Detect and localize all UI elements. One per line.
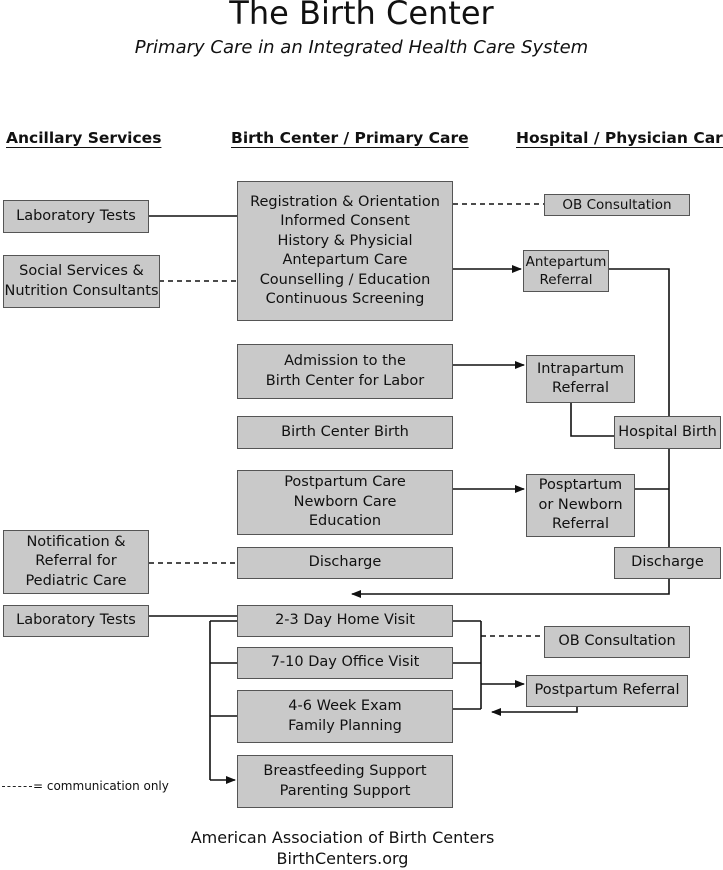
box-ob-consultation-2: OB Consultation: [544, 626, 690, 658]
box-posptartum-referral: Posptartum or Newborn Referral: [526, 474, 635, 537]
box-office-visit: 7-10 Day Office Visit: [237, 647, 453, 679]
line-antepartum-to-hospital-birth: [608, 268, 670, 416]
column-header-birth-center: Birth Center / Primary Care: [231, 129, 469, 147]
box-label-line: Notification &: [26, 533, 126, 550]
box-social-services: Social Services & Nutrition Consultants: [3, 255, 160, 308]
box-laboratory-tests: Laboratory Tests: [3, 200, 149, 233]
box-label-line: Registration & Orientation: [250, 193, 440, 210]
box-label-line: Pediatric Care: [25, 572, 127, 589]
box-ob-consultation: OB Consultation: [544, 194, 690, 216]
box-label: OB Consultation: [562, 197, 672, 213]
box-label-line: Education: [308, 513, 382, 530]
column-header-hospital: Hospital / Physician Care: [516, 129, 723, 147]
box-birth-center-birth: Birth Center Birth: [237, 416, 453, 449]
arrow-hospital-discharge-to-home-visit: [351, 578, 670, 598]
box-label: Birth Center Birth: [281, 423, 409, 440]
box-label-line: Breastfeeding Support: [263, 763, 427, 779]
box-label-line: Antepartum: [525, 254, 607, 270]
box-hospital-discharge: Discharge: [614, 547, 721, 579]
box-label-line: Intrapartum: [536, 360, 625, 377]
box-label-line: Referral for: [35, 553, 117, 570]
box-label: Hospital Birth: [618, 423, 717, 440]
box-label-line: Parenting Support: [279, 782, 411, 799]
box-label-line: Admission to the: [284, 353, 406, 369]
box-label-line: Counselling / Education: [259, 271, 431, 288]
box-label-line: Continuous Screening: [265, 291, 425, 307]
box-antepartum-referral: Antepartum Referral: [523, 250, 609, 292]
box-label-line: Posptartum: [538, 477, 623, 494]
box-home-visit: 2-3 Day Home Visit: [237, 605, 453, 637]
diagram-subtitle: Primary Care in an Integrated Health Car…: [134, 37, 589, 58]
box-label-line: Nutrition Consultants: [4, 282, 159, 299]
legend-label: = communication only: [33, 779, 169, 793]
box-laboratory-tests-2: Laboratory Tests: [3, 605, 149, 637]
box-label-line: Postpartum Care: [284, 474, 406, 491]
box-label: Postpartum Referral: [534, 682, 680, 699]
box-discharge: Discharge: [237, 547, 453, 579]
footer-website: BirthCenters.org: [276, 849, 409, 868]
box-label-line: Informed Consent: [280, 213, 410, 229]
box-week-exam: 4-6 Week Exam Family Planning: [237, 690, 453, 743]
arrow-postpartum-referral-to-exam: [491, 707, 578, 716]
box-intrapartum-referral: Intrapartum Referral: [526, 355, 635, 403]
column-header-ancillary: Ancillary Services: [6, 129, 162, 147]
box-hospital-birth: Hospital Birth: [614, 416, 721, 449]
box-prenatal-care: Registration & Orientation Informed Cons…: [237, 181, 453, 321]
diagram-title: The Birth Center: [229, 0, 494, 32]
box-label: Discharge: [631, 554, 704, 571]
box-notification-referral: Notification & Referral for Pediatric Ca…: [3, 530, 149, 594]
line-intrapartum-to-hospital-birth: [570, 403, 614, 437]
box-postpartum-referral: Postpartum Referral: [526, 675, 688, 707]
box-label-line: Social Services &: [19, 263, 144, 279]
box-label-line: Referral: [539, 272, 593, 288]
box-label-line: Referral: [552, 380, 609, 396]
box-label-line: Newborn Care: [293, 493, 397, 510]
box-label: 2-3 Day Home Visit: [275, 612, 415, 629]
box-label: Discharge: [308, 554, 382, 571]
box-label: Laboratory Tests: [16, 207, 136, 224]
box-label-line: Antepartum Care: [282, 252, 408, 268]
box-postpartum-care: Postpartum Care Newborn Care Education: [237, 470, 453, 535]
box-label-line: History & Physicial: [277, 232, 413, 249]
box-label-line: Referral: [552, 516, 609, 533]
box-label: OB Consultation: [558, 633, 676, 650]
box-label: Laboratory Tests: [16, 612, 136, 629]
legend: = communication only: [2, 779, 169, 793]
box-label-line: 4-6 Week Exam: [288, 698, 402, 714]
box-label-line: or Newborn: [538, 496, 623, 513]
box-label: 7-10 Day Office Visit: [270, 654, 420, 671]
box-admission: Admission to the Birth Center for Labor: [237, 344, 453, 399]
box-label-line: Family Planning: [288, 717, 402, 734]
footer-organization: American Association of Birth Centers: [190, 828, 495, 847]
box-support: Breastfeeding Support Parenting Support: [237, 755, 453, 808]
box-label-line: Birth Center for Labor: [265, 372, 425, 389]
legend-dashed-line: [2, 785, 32, 787]
